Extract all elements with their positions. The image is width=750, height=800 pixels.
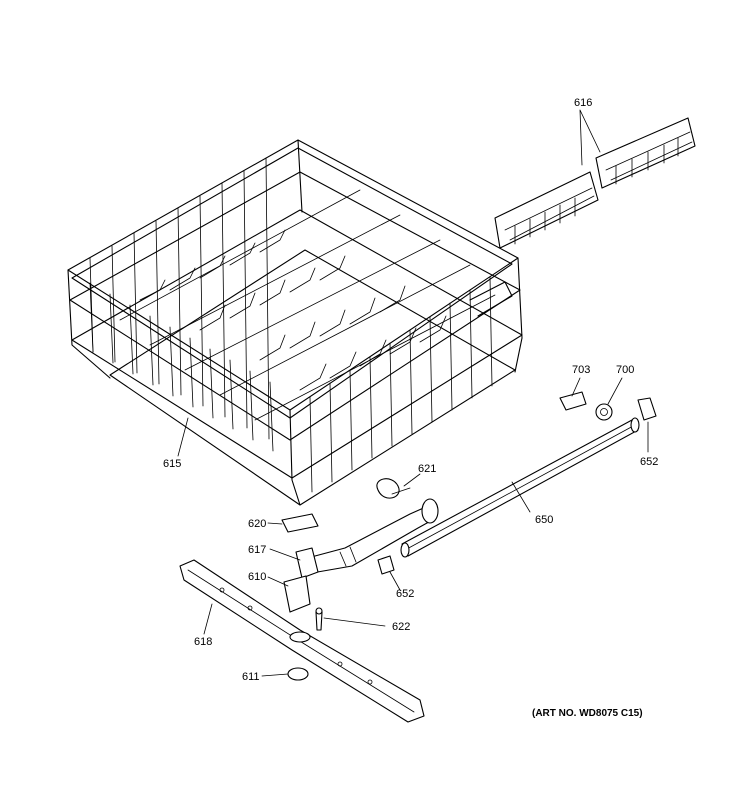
label-620: 620 <box>248 518 266 530</box>
label-700: 700 <box>616 364 634 376</box>
conduit-tube <box>400 417 640 558</box>
label-621: 621 <box>418 463 436 475</box>
clip-703 <box>559 391 587 411</box>
label-622: 622 <box>392 621 410 633</box>
block-620 <box>281 513 319 533</box>
label-615: 615 <box>163 458 181 470</box>
bearing-700 <box>595 403 613 421</box>
hub-610 <box>283 575 311 613</box>
upper-dish-rack <box>67 139 523 506</box>
screw-622 <box>315 611 323 631</box>
label-618: 618 <box>194 636 212 648</box>
cap-652-lower <box>377 555 395 575</box>
manifold-tube <box>295 498 439 579</box>
label-610: 610 <box>248 571 266 583</box>
label-652-upper: 652 <box>640 456 658 468</box>
cup-shelves <box>494 117 696 249</box>
label-617: 617 <box>248 544 266 556</box>
label-611: 611 <box>242 671 260 683</box>
washer-611 <box>287 667 309 681</box>
label-650: 650 <box>535 514 553 526</box>
spray-arm <box>179 559 425 723</box>
label-652-lower: 652 <box>396 588 414 600</box>
cap-652-upper <box>637 397 657 421</box>
label-703: 703 <box>572 364 590 376</box>
clamp-621 <box>376 478 400 499</box>
art-number: (ART NO. WD8075 C15) <box>532 708 643 719</box>
label-616: 616 <box>574 97 592 109</box>
